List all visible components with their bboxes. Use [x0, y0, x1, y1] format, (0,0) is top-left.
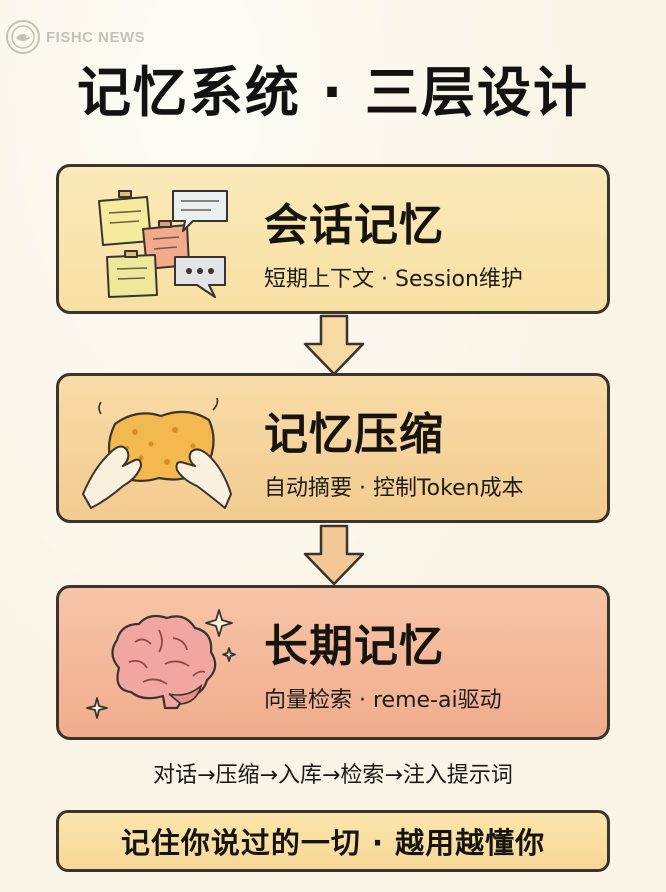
hands-compressing-sponge-icon	[82, 397, 232, 509]
down-arrow-icon	[303, 314, 365, 376]
sticky-notes-chat-icon	[98, 190, 228, 298]
layer-title: 长期记忆	[264, 621, 444, 672]
down-arrow-icon	[303, 524, 365, 586]
brain-sparkle-icon	[86, 609, 236, 719]
watermark: FISHC NEWS	[4, 18, 145, 56]
layer-subtitle: 自动摘要 · 控制Token成本	[264, 476, 524, 501]
layer-subtitle: 短期上下文 · Session维护	[264, 267, 523, 292]
process-flow: 对话→压缩→入库→检索→注入提示词	[153, 763, 513, 788]
slogan-banner: 记住你说过的一切 · 越用越懂你	[56, 810, 610, 872]
layer-title: 会话记忆	[264, 200, 444, 251]
layer-title: 记忆压缩	[264, 409, 444, 460]
layer-card-session: 会话记忆 短期上下文 · Session维护	[56, 164, 610, 314]
watermark-text: FISHC NEWS	[46, 28, 146, 46]
layer-card-long-term: 长期记忆 向量检索 · reme-ai驱动	[56, 585, 610, 740]
slogan-text: 记住你说过的一切 · 越用越懂你	[120, 826, 546, 860]
watermark-seal-icon	[6, 20, 40, 54]
page-title: 记忆系统 · 三层设计	[76, 61, 590, 124]
layer-subtitle: 向量检索 · reme-ai驱动	[264, 688, 502, 713]
layer-card-compression: 记忆压缩 自动摘要 · 控制Token成本	[56, 373, 610, 523]
